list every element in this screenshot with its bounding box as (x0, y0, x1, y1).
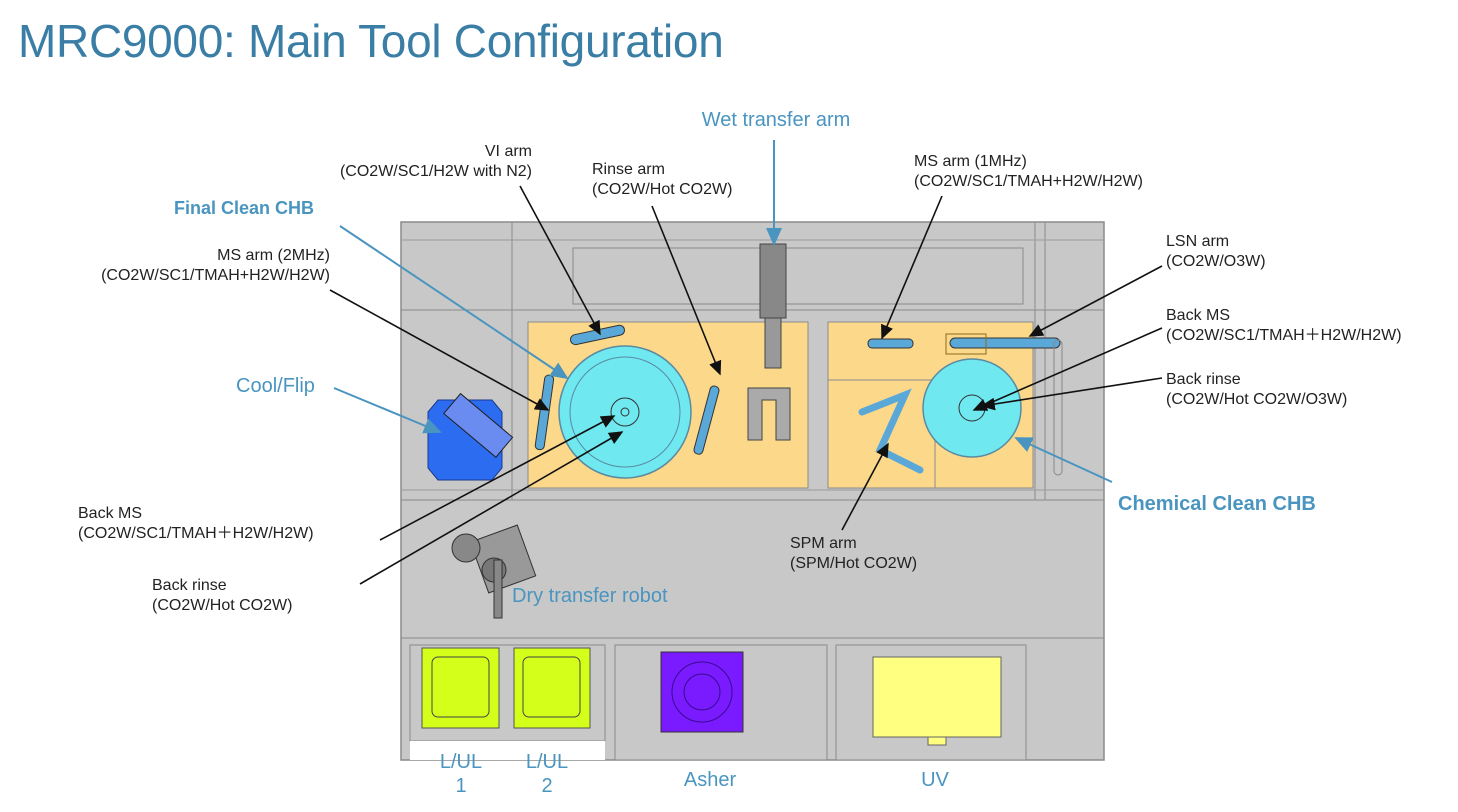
ms-arm-1mhz-chem: (CO2W/SC1/TMAH+H2W/H2W) (914, 173, 1143, 190)
vi-arm-name: VI arm (484, 143, 532, 160)
dry-transfer-robot-graphic (451, 524, 537, 619)
lsn-arm-label: LSN arm (CO2W/O3W) (1166, 232, 1266, 272)
chemical-clean-chamber (827, 321, 1063, 489)
cool-flip-unit (427, 392, 514, 481)
lsn-arm-chem: (CO2W/O3W) (1166, 253, 1266, 270)
back-ms-left-name: Back MS (78, 505, 143, 522)
asher-label: Asher (683, 769, 737, 791)
lul1-label: L/UL 1 (426, 750, 496, 798)
back-rinse-left-chem: (CO2W/Hot CO2W) (152, 597, 293, 614)
spm-arm-name: SPM arm (790, 535, 857, 552)
lul2-label: L/UL 2 (512, 750, 582, 798)
ms-arm-2mhz-chem: (CO2W/SC1/TMAH+H2W/H2W) (101, 267, 330, 284)
rinse-arm-name: Rinse arm (592, 161, 665, 178)
back-rinse-left-name: Back rinse (152, 577, 227, 594)
wet-transfer-arm-label: Wet transfer arm (701, 109, 851, 131)
ms-arm-2mhz-name: MS arm (2MHz) (217, 247, 330, 264)
back-rinse-right-name: Back rinse (1166, 371, 1241, 388)
back-rinse-right-chem: (CO2W/Hot CO2W/O3W) (1166, 391, 1348, 408)
back-rinse-left-label: Back rinse (CO2W/Hot CO2W) (152, 576, 292, 616)
lul2-line2: 2 (541, 775, 553, 797)
lul1-line1: L/UL (439, 751, 483, 773)
back-ms-right-chem: (CO2W/SC1/TMAH＋H2W/H2W) (1166, 327, 1402, 344)
rinse-arm-chem: (CO2W/Hot CO2W) (592, 181, 733, 198)
ms-arm-1mhz-name: MS arm (1MHz) (914, 153, 1027, 170)
rinse-arm-label: Rinse arm (CO2W/Hot CO2W) (592, 160, 732, 200)
spm-arm-chem: (SPM/Hot CO2W) (790, 555, 918, 572)
back-ms-right-label: Back MS (CO2W/SC1/TMAH＋H2W/H2W) (1166, 306, 1402, 346)
wet-transfer-arm-graphic (747, 243, 791, 441)
cool-flip-label: Cool/Flip (236, 375, 315, 397)
lsn-arm-name: LSN arm (1166, 233, 1230, 250)
back-rinse-right-label: Back rinse (CO2W/Hot CO2W/O3W) (1166, 370, 1347, 410)
lul2-line1: L/UL (525, 751, 569, 773)
callout-lines (333, 140, 1113, 483)
ms-arm-2mhz-label: MS arm (2MHz) (CO2W/SC1/TMAH+H2W/H2W) (40, 246, 330, 286)
vi-arm-label: VI arm (CO2W/SC1/H2W with N2) (260, 142, 532, 182)
final-clean-chb-label: Final Clean CHB (174, 198, 315, 218)
uv-label: UV (921, 769, 949, 791)
ms-arm-1mhz-label: MS arm (1MHz) (CO2W/SC1/TMAH+H2W/H2W) (914, 152, 1143, 192)
spm-arm-label: SPM arm (SPM/Hot CO2W) (790, 534, 917, 574)
bottom-modules (409, 644, 1027, 761)
back-ms-left-label: Back MS (CO2W/SC1/TMAH＋H2W/H2W) (78, 504, 314, 544)
page-title: MRC9000: Main Tool Configuration (18, 15, 724, 67)
back-ms-left-chem: (CO2W/SC1/TMAH＋H2W/H2W) (78, 525, 314, 542)
vi-arm-chem: (CO2W/SC1/H2W with N2) (339, 163, 532, 180)
leader-lines (329, 185, 1163, 585)
back-ms-right-name: Back MS (1166, 307, 1231, 324)
chemical-clean-chb-label: Chemical Clean CHB (1118, 493, 1316, 515)
dry-transfer-robot-label: Dry transfer robot (512, 585, 668, 607)
lul1-line2: 1 (455, 775, 467, 797)
